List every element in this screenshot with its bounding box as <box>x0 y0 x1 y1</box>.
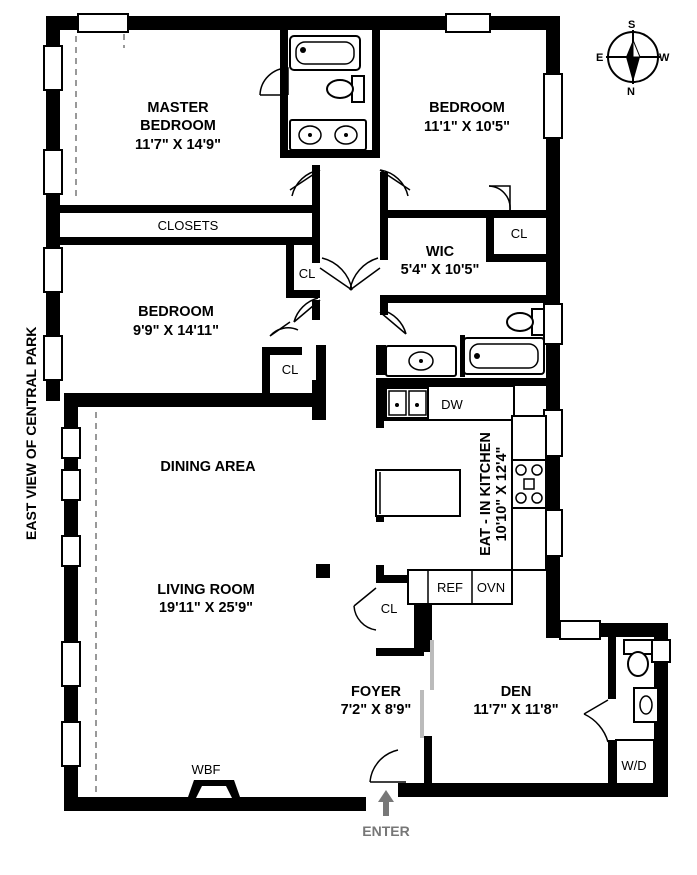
foyer-name: FOYER <box>351 684 401 700</box>
kitchen-dims: 10'10" X 12'4" <box>494 447 510 542</box>
closets-and-tracks <box>74 34 434 796</box>
wbf-label: WBF <box>192 762 221 777</box>
interior-walls <box>60 30 616 790</box>
bathroom-fixtures <box>289 35 659 785</box>
compass-n: N <box>627 86 635 98</box>
closets-label: CLOSETS <box>158 218 219 233</box>
enter-arrow <box>378 790 394 816</box>
ovn-label: OVN <box>477 580 505 595</box>
kitchen-name: EAT - IN KITCHEN <box>478 432 494 556</box>
foyer-dims: 7'2" X 8'9" <box>341 702 412 718</box>
fireplace <box>188 780 240 798</box>
exterior-walls <box>46 16 668 811</box>
wd-label: W/D <box>621 758 646 773</box>
enter-label: ENTER <box>362 823 409 839</box>
doors <box>259 67 609 783</box>
dining-name: DINING AREA <box>160 459 256 475</box>
compass-s: S <box>628 19 635 31</box>
bedroom-w-dims: 9'9" X 14'11" <box>133 323 219 339</box>
compass-icon <box>606 30 660 84</box>
kitchen-fixtures <box>316 385 547 605</box>
cl-label-foyer: CL <box>381 601 398 616</box>
cl-label-ne: CL <box>511 226 528 241</box>
living-name: LIVING ROOM <box>157 582 254 598</box>
den-dims: 11'7" X 11'8" <box>473 702 558 718</box>
wic-name: WIC <box>426 244 455 260</box>
den-name: DEN <box>501 684 532 700</box>
dw-label: DW <box>441 397 463 412</box>
cl-label-w: CL <box>282 362 299 377</box>
wic-dims: 5'4" X 10'5" <box>401 262 480 278</box>
bedroom-w-name: BEDROOM <box>138 304 214 320</box>
compass-e: E <box>596 52 603 64</box>
bedroom-ne-dims: 11'1" X 10'5" <box>424 119 510 135</box>
windows <box>43 13 671 767</box>
master-bedroom-name1: MASTER <box>147 100 209 116</box>
ref-label: REF <box>437 580 463 595</box>
master-bedroom-name2: BEDROOM <box>140 118 216 134</box>
cl-label-hall: CL <box>299 266 316 281</box>
living-dims: 19'11" X 25'9" <box>159 600 253 616</box>
compass-w: W <box>659 52 670 64</box>
bedroom-ne-name: BEDROOM <box>429 100 505 116</box>
side-label: EAST VIEW OF CENTRAL PARK <box>23 327 39 540</box>
master-bedroom-dims: 11'7" X 14'9" <box>135 137 221 153</box>
